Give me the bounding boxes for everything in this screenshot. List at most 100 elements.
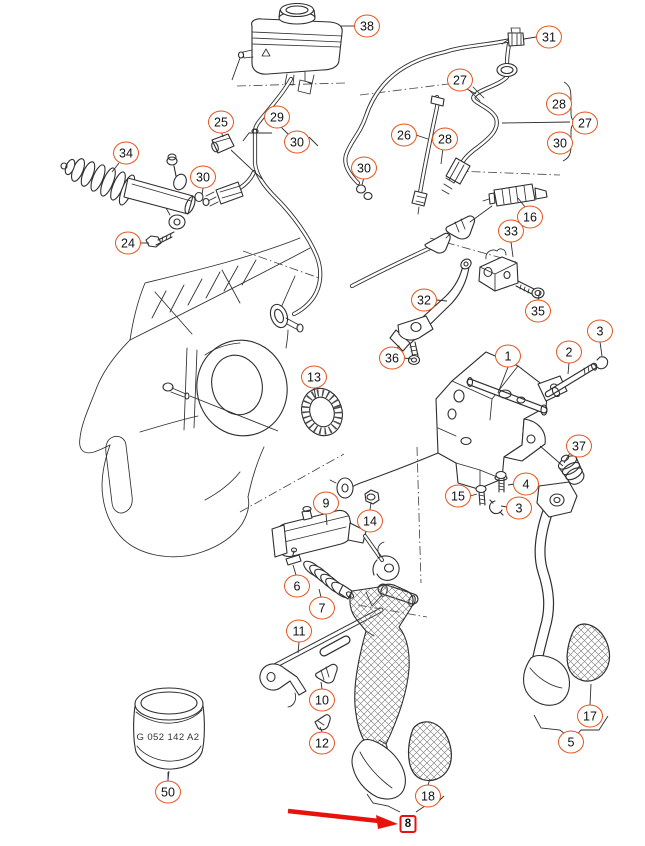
- clutch-pedal: [349, 583, 414, 800]
- part-callout[interactable]: 15: [445, 484, 471, 508]
- part-number: 16: [523, 210, 537, 224]
- part-number: 1: [504, 349, 512, 363]
- part-number: 14: [363, 514, 377, 528]
- part-number: 30: [290, 135, 304, 149]
- slave-cylinder: [60, 153, 196, 230]
- part-number: 27: [578, 116, 592, 130]
- part-callout[interactable]: 14: [357, 509, 383, 533]
- part-number: 50: [161, 785, 175, 799]
- part-callout[interactable]: 32: [411, 288, 437, 312]
- part-number: 31: [542, 30, 556, 44]
- bushing-10: [315, 663, 338, 684]
- part-callout[interactable]: 34: [113, 141, 139, 165]
- bulkhead-grommet: [301, 387, 343, 437]
- switch-bracket: [478, 248, 519, 292]
- part-callout[interactable]: 31: [536, 25, 562, 49]
- part-callout[interactable]: 11: [286, 619, 312, 643]
- part-callout[interactable]: 10: [309, 688, 335, 712]
- clamp-36: [397, 315, 434, 366]
- part-number: 30: [196, 170, 210, 184]
- part-callout[interactable]: 12: [309, 731, 335, 755]
- part-callout[interactable]: 4: [513, 472, 539, 496]
- part-callout[interactable]: 7: [309, 596, 335, 620]
- part-number: 30: [553, 136, 567, 150]
- part-callout[interactable]: 24: [115, 231, 141, 255]
- part-number: 10: [315, 693, 329, 707]
- part-number: 29: [270, 110, 284, 124]
- hose-clip: [501, 27, 525, 47]
- part-callout[interactable]: 18: [415, 784, 441, 808]
- firewall-stud: [162, 382, 279, 432]
- part-number: 11: [292, 624, 306, 638]
- part-callout[interactable]: 6: [284, 574, 310, 598]
- fluid-reservoir: [231, 2, 343, 95]
- bump-stop: [557, 454, 585, 485]
- part-number: 2: [565, 345, 573, 359]
- brake-pedal-pad: [566, 623, 611, 682]
- part-number: 38: [360, 19, 374, 33]
- part-number: 9: [322, 496, 330, 510]
- part-callout[interactable]: 30: [547, 131, 573, 155]
- clutch-switch: [482, 183, 548, 207]
- part-callout[interactable]: 1: [495, 344, 521, 368]
- spring-7: [303, 560, 355, 600]
- part-number: 33: [504, 224, 518, 238]
- hose-fitting: [441, 157, 471, 195]
- part-callout[interactable]: 3: [506, 496, 532, 520]
- bolt-24: [145, 231, 175, 248]
- clip-3: [489, 499, 504, 516]
- part-callout[interactable]: 26: [391, 123, 417, 147]
- bolt-4: [494, 470, 508, 493]
- part-number: 7: [318, 601, 326, 615]
- part-number: 25: [214, 115, 228, 129]
- part-callout[interactable]: 38: [354, 14, 380, 38]
- part-callout[interactable]: 27: [447, 68, 473, 92]
- part-callout[interactable]: 17: [577, 704, 603, 728]
- part-callout[interactable]: 29: [264, 105, 290, 129]
- part-callout[interactable]: 36: [379, 346, 405, 370]
- part-callout[interactable]: 30: [351, 156, 377, 180]
- part-callout[interactable]: 28: [432, 127, 458, 151]
- part-callout[interactable]: 50: [155, 780, 181, 804]
- part-callout[interactable]: 16: [517, 205, 543, 229]
- part-number: 30: [357, 161, 371, 175]
- pipe-union: [194, 181, 244, 207]
- part-number: 34: [119, 146, 133, 160]
- part-number: 28: [438, 132, 452, 146]
- part-callout[interactable]: 25: [208, 110, 234, 134]
- highlight-arrow: [287, 808, 398, 829]
- highlighted-part-ref[interactable]: 8: [399, 815, 417, 833]
- part-callout[interactable]: 27: [572, 111, 598, 135]
- part-number: 18: [421, 789, 435, 803]
- pipe-clip: [211, 133, 235, 154]
- part-callout[interactable]: 3: [587, 319, 613, 343]
- part-callout[interactable]: 37: [566, 434, 592, 458]
- part-number: 5: [567, 735, 575, 749]
- part-number: 3: [596, 324, 604, 338]
- part-number: 35: [531, 304, 545, 318]
- master-cylinder: [271, 505, 400, 581]
- part-callout[interactable]: 35: [525, 299, 551, 323]
- part-number: 3: [515, 501, 523, 515]
- part-callout[interactable]: 28: [546, 92, 572, 116]
- part-number: 26: [397, 128, 411, 142]
- part-callout[interactable]: 2: [556, 340, 582, 364]
- part-callout[interactable]: 13: [301, 365, 327, 389]
- firewall-panel: [79, 237, 311, 558]
- part-callout[interactable]: 9: [313, 491, 339, 515]
- part-number: 36: [385, 351, 399, 365]
- part-callout[interactable]: 5: [558, 730, 584, 754]
- highlighted-part-number: 8: [404, 818, 412, 830]
- part-callout[interactable]: 30: [284, 130, 310, 154]
- part-callout[interactable]: 30: [190, 165, 216, 189]
- firewall-union: [269, 303, 304, 333]
- nut-14: [364, 489, 380, 505]
- part-number: 27: [453, 73, 467, 87]
- brake-pedal: [522, 481, 578, 706]
- part-callout[interactable]: 33: [498, 219, 524, 243]
- part-number: 28: [552, 97, 566, 111]
- part-number: 6: [293, 579, 301, 593]
- bolt-35: [515, 280, 545, 299]
